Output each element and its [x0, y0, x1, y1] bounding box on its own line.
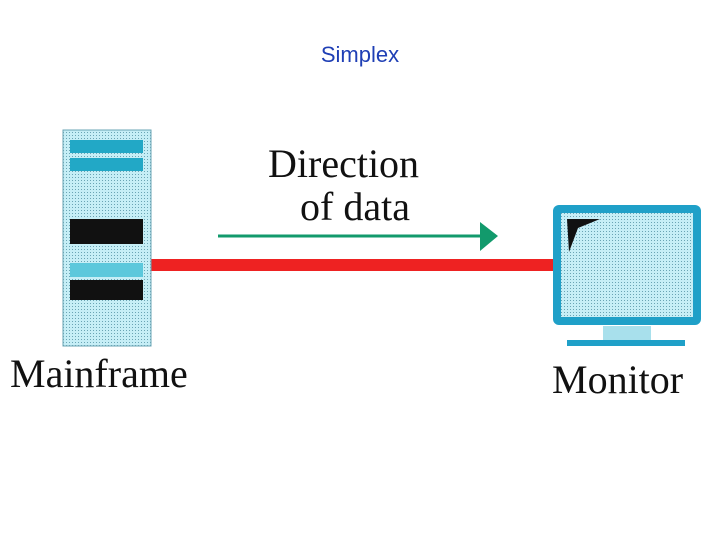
monitor-label: Monitor	[552, 357, 684, 402]
data-direction-arrow	[218, 222, 498, 251]
direction-label-line2: of data	[300, 184, 410, 229]
monitor-icon	[553, 205, 701, 346]
page-title: Simplex	[320, 42, 400, 67]
communication-link-line	[150, 259, 560, 271]
mainframe-label: Mainframe	[10, 351, 188, 396]
direction-label-line1: Direction	[268, 141, 420, 186]
mainframe-icon	[62, 129, 152, 347]
